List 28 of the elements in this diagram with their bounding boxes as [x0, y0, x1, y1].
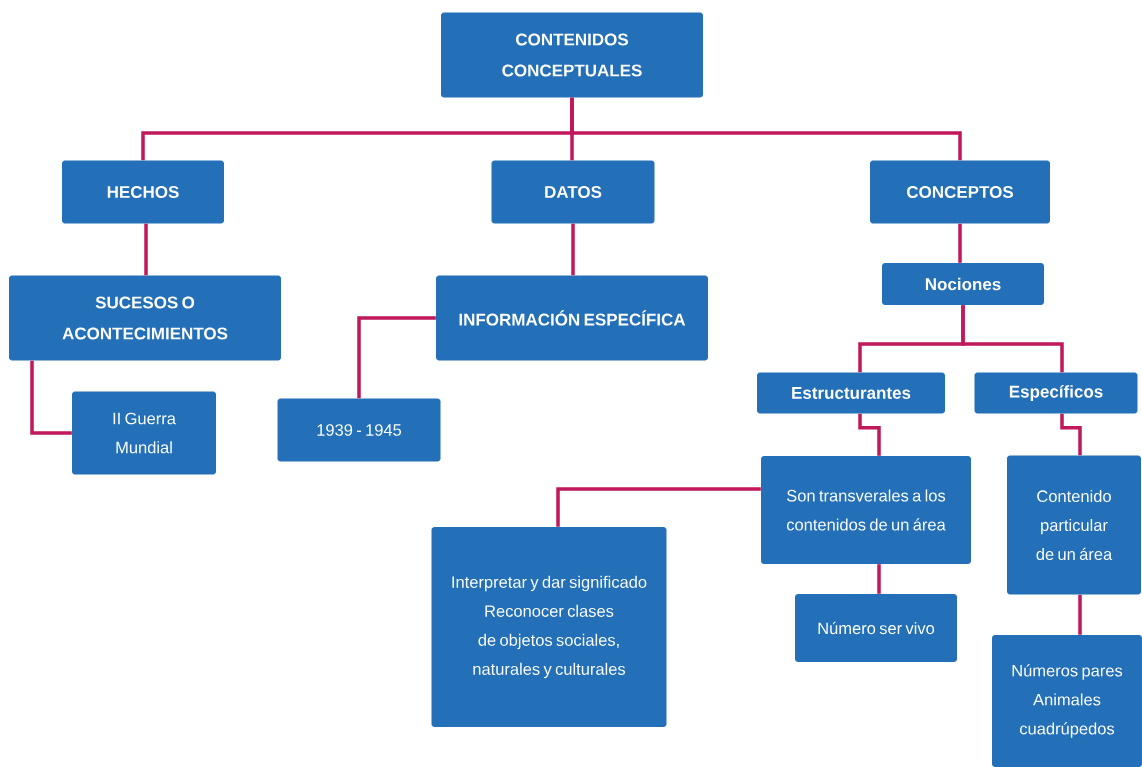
- connector-line: [30, 360, 72, 435]
- concept-box: Interpretar y dar significado Reconocer clases de objetos sociales, naturales y culturales: [431, 527, 667, 727]
- concept-box: Contenido particular de un área: [1007, 455, 1141, 595]
- connector-line: [858, 413, 881, 456]
- concept-box: Números pares Animales cuadrúpedos: [992, 635, 1142, 767]
- concept-box: Estructurantes: [757, 372, 945, 414]
- connector-line: [1060, 413, 1082, 456]
- connector-line: [877, 564, 881, 594]
- connector-line: [570, 97, 962, 161]
- concept-box: DATOS: [491, 160, 655, 224]
- concept-box: HECHOS: [62, 160, 224, 224]
- concept-box: CONTENIDOS CONCEPTUALES: [441, 12, 703, 98]
- concept-box: Específicos: [974, 372, 1138, 414]
- concept-box: SUCESOS O ACONTECIMIENTOS: [9, 275, 281, 361]
- connector-line: [958, 223, 962, 263]
- connector-line: [1078, 594, 1082, 635]
- concept-box: CONCEPTOS: [870, 160, 1050, 224]
- connector-line: [556, 487, 761, 527]
- connector-line: [571, 223, 575, 276]
- concept-box: Son transverales a los contenidos de un área: [761, 456, 971, 564]
- concept-box: 1939 - 1945: [277, 398, 441, 462]
- concept-box: Nociones: [882, 263, 1044, 305]
- concept-box: INFORMACIÓN ESPECÍFICA: [436, 275, 708, 361]
- concept-box: II Guerra Mundial: [72, 391, 216, 475]
- connector-line: [144, 223, 148, 276]
- connector-line: [357, 316, 436, 399]
- connector-line: [961, 305, 1064, 373]
- concept-box: Número ser vivo: [795, 594, 957, 662]
